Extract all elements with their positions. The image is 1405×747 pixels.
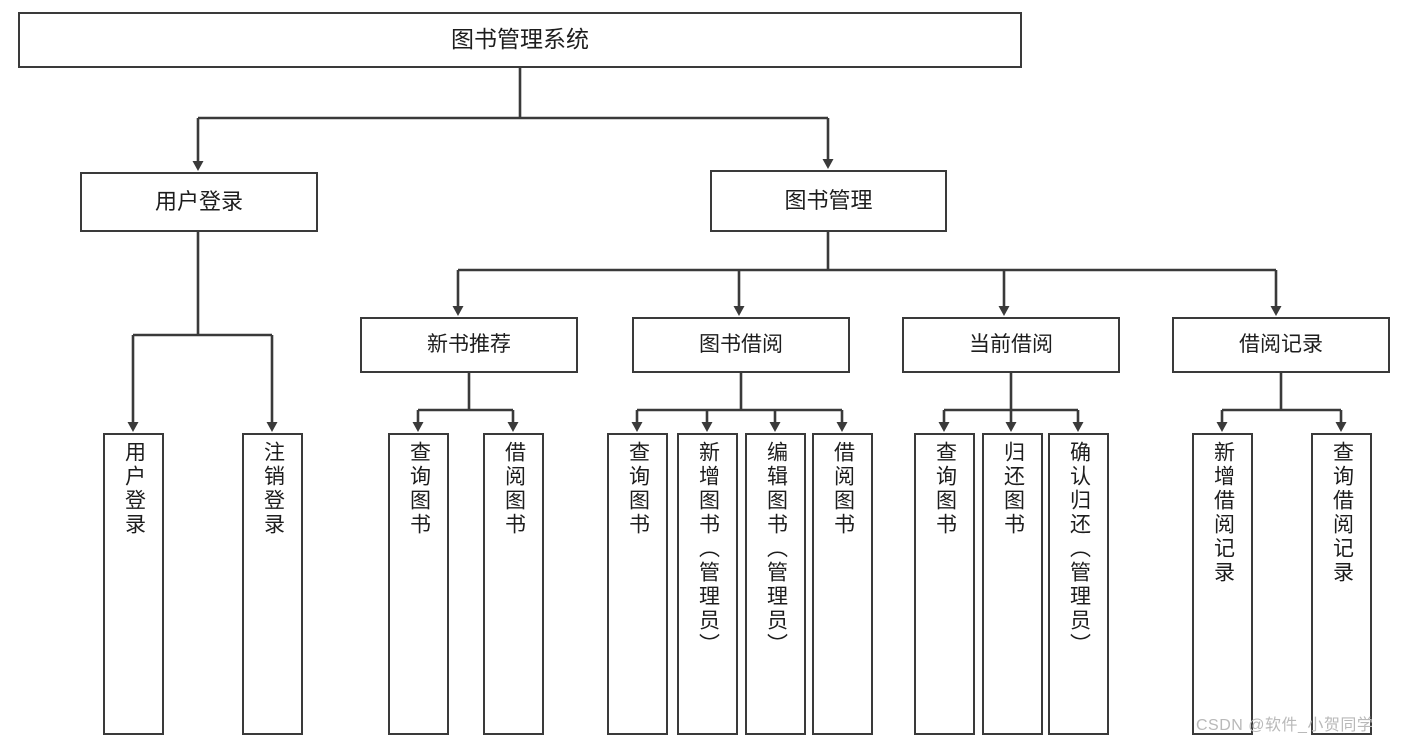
leaf-query-borrow-record[interactable]: 查询借阅记录 (1311, 433, 1372, 735)
leaf-query-borrow-record-label: 查询借阅记录 (1330, 441, 1354, 585)
leaf-borrow-book-label: 借阅图书 (831, 441, 855, 537)
node-current-borrow-label: 当前借阅 (969, 333, 1053, 357)
leaf-add-book-admin[interactable]: 新增图书（管理员） (677, 433, 738, 735)
leaf-borrow-book[interactable]: 借阅图书 (812, 433, 873, 735)
leaf-edit-book-admin[interactable]: 编辑图书（管理员） (745, 433, 806, 735)
leaf-return-book[interactable]: 归还图书 (982, 433, 1043, 735)
leaf-return-book-label: 归还图书 (1001, 441, 1025, 537)
leaf-query-book-current-label: 查询图书 (933, 441, 957, 537)
leaf-add-borrow-record[interactable]: 新增借阅记录 (1192, 433, 1253, 735)
node-book-borrow[interactable]: 图书借阅 (632, 317, 850, 373)
leaf-edit-book-admin-label: 编辑图书（管理员） (764, 441, 788, 657)
leaf-logout-label: 注销登录 (261, 441, 285, 537)
leaf-query-book-borrow[interactable]: 查询图书 (607, 433, 668, 735)
node-book-management[interactable]: 图书管理 (710, 170, 947, 232)
node-new-book-recommend-label: 新书推荐 (427, 333, 511, 357)
leaf-borrow-book-recommend-label: 借阅图书 (502, 441, 526, 537)
leaf-confirm-return-admin-label: 确认归还（管理员） (1067, 441, 1091, 657)
leaf-query-book-recommend[interactable]: 查询图书 (388, 433, 449, 735)
node-book-borrow-label: 图书借阅 (699, 333, 783, 357)
node-book-management-label: 图书管理 (784, 187, 873, 213)
node-root-system[interactable]: 图书管理系统 (18, 12, 1022, 68)
node-new-book-recommend[interactable]: 新书推荐 (360, 317, 578, 373)
leaf-borrow-book-recommend[interactable]: 借阅图书 (483, 433, 544, 735)
leaf-logout[interactable]: 注销登录 (242, 433, 303, 735)
node-user-login[interactable]: 用户登录 (80, 172, 318, 232)
leaf-confirm-return-admin[interactable]: 确认归还（管理员） (1048, 433, 1109, 735)
leaf-query-book-recommend-label: 查询图书 (407, 441, 431, 537)
leaf-user-login-label: 用户登录 (122, 441, 146, 537)
leaf-query-book-borrow-label: 查询图书 (626, 441, 650, 537)
node-root-label: 图书管理系统 (451, 26, 589, 53)
node-borrow-record-label: 借阅记录 (1239, 333, 1323, 357)
node-borrow-record[interactable]: 借阅记录 (1172, 317, 1390, 373)
leaf-query-book-current[interactable]: 查询图书 (914, 433, 975, 735)
leaf-user-login[interactable]: 用户登录 (103, 433, 164, 735)
leaf-add-book-admin-label: 新增图书（管理员） (696, 441, 720, 657)
leaf-add-borrow-record-label: 新增借阅记录 (1211, 441, 1235, 585)
node-current-borrow[interactable]: 当前借阅 (902, 317, 1120, 373)
node-user-login-label: 用户登录 (154, 188, 243, 214)
